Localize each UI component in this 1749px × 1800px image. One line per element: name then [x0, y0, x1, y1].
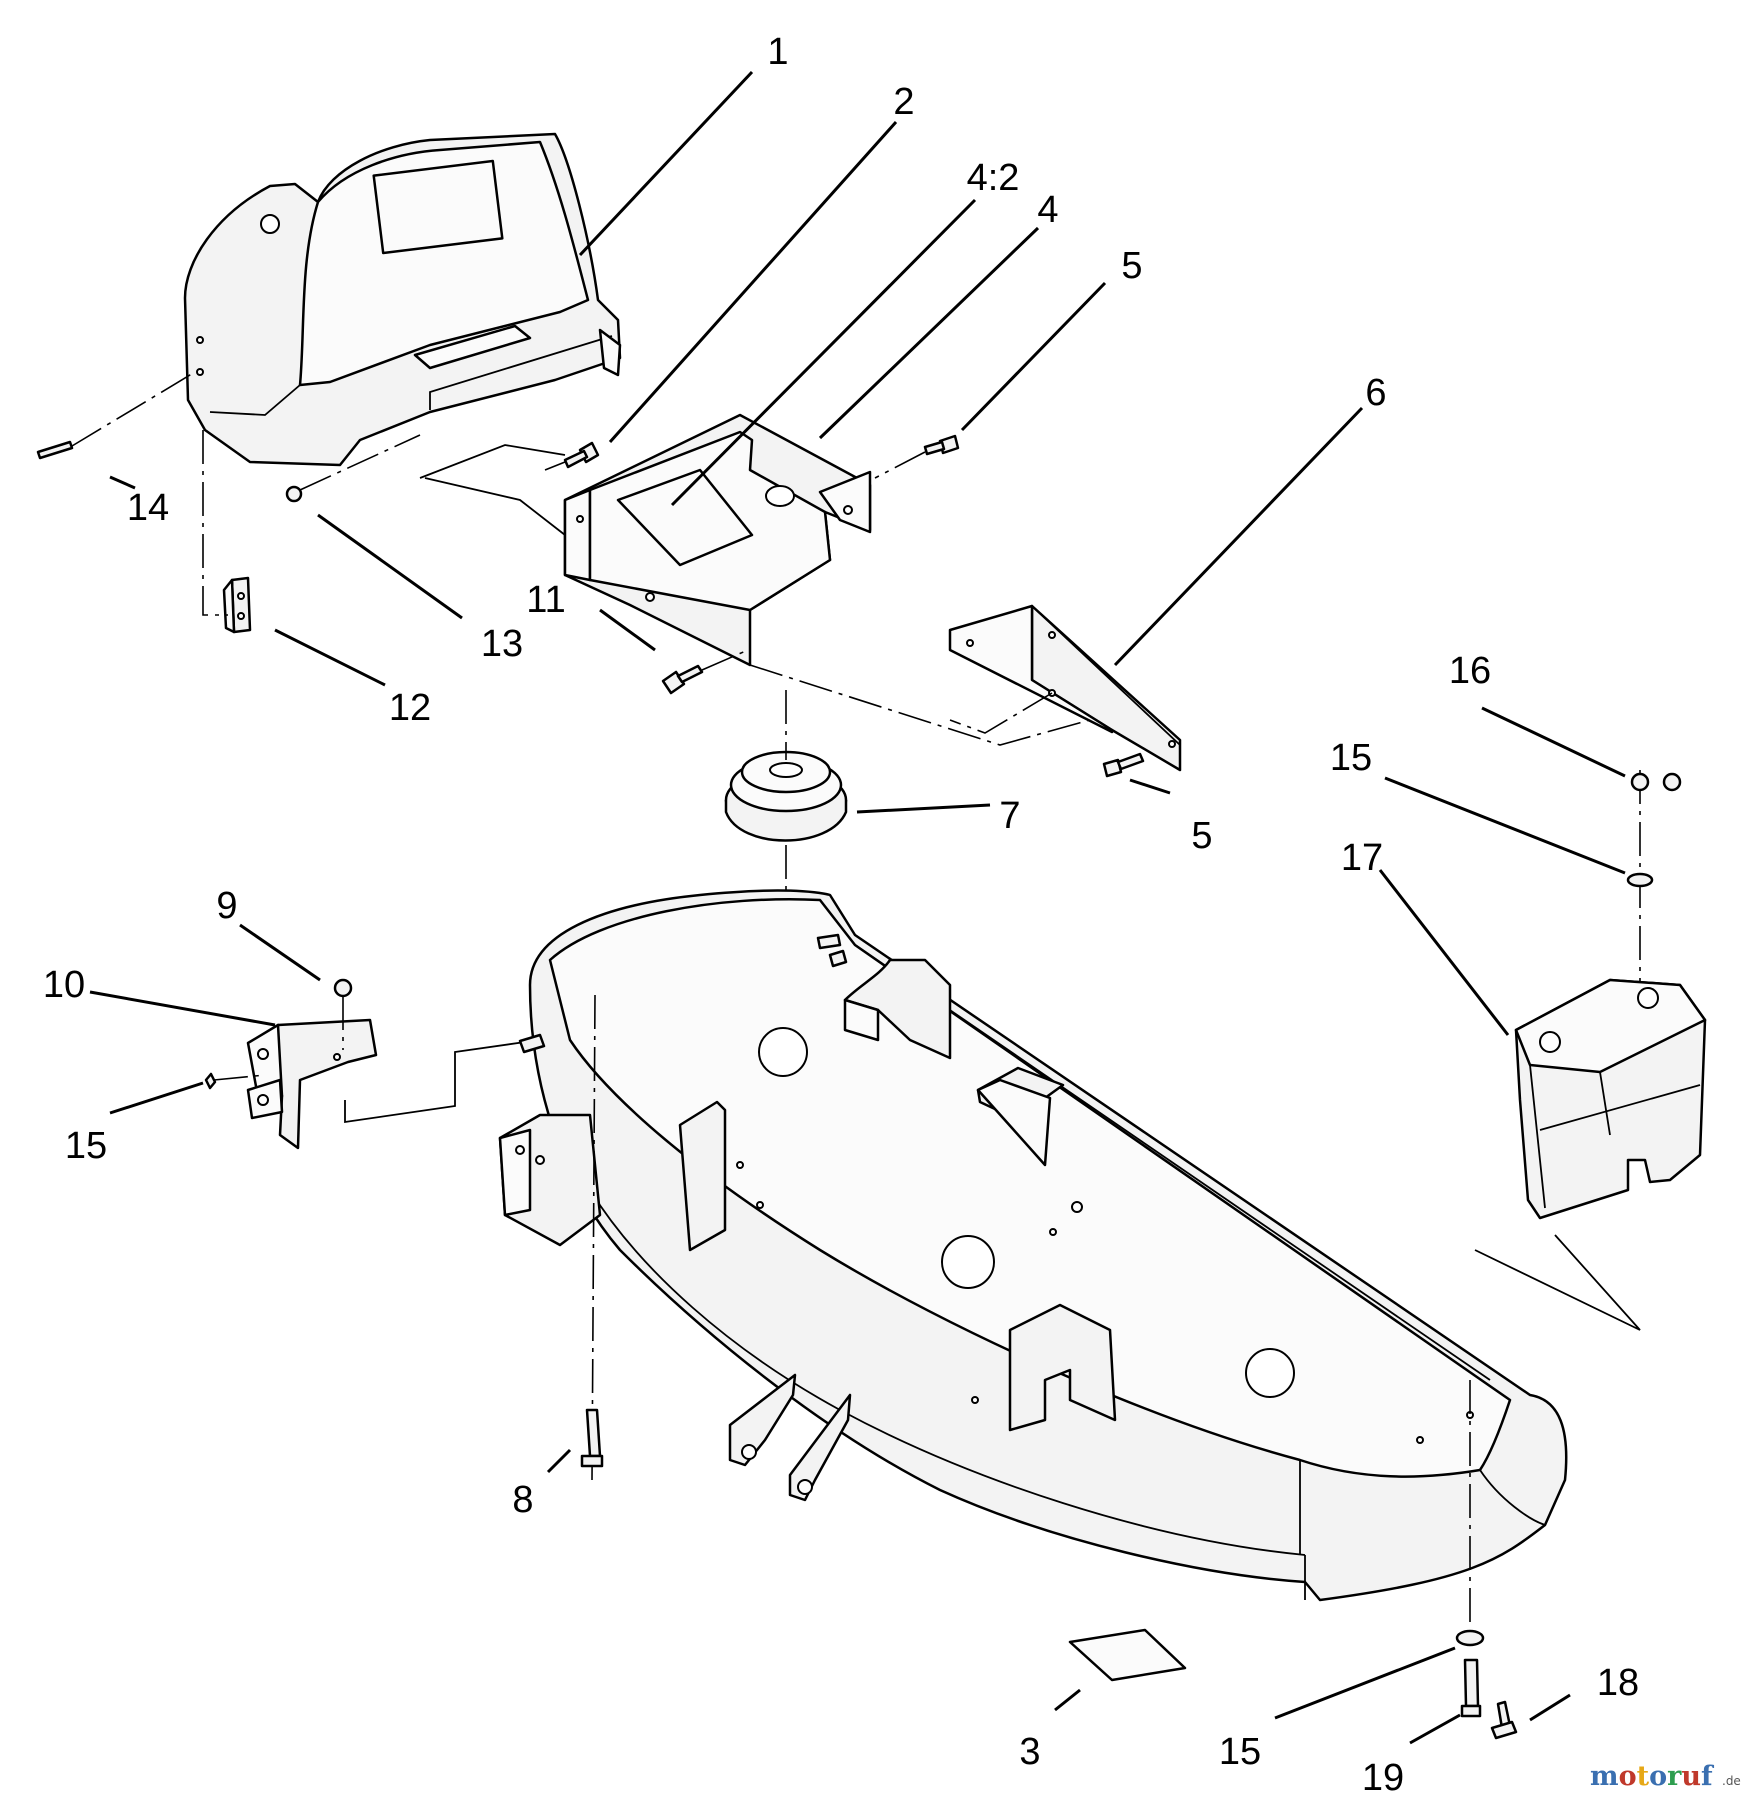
- callout-7: 7: [999, 795, 1020, 837]
- callout-5-upper: 5: [1121, 245, 1142, 287]
- part-6-angle-bracket: [948, 604, 1182, 772]
- watermark-letter: f: [1701, 1761, 1715, 1792]
- part-17-spindle-cover: [1474, 978, 1707, 1331]
- part-8-bolt: [580, 1408, 604, 1468]
- callout-8: 8: [512, 1479, 533, 1521]
- part-10-bracket: [246, 1018, 546, 1150]
- callout-9: 9: [216, 885, 237, 927]
- callout-4-2: 4:2: [967, 157, 1020, 199]
- watermark-letter: o: [1649, 1761, 1667, 1792]
- part-14-pin: [36, 371, 196, 460]
- callout-15-left: 15: [65, 1125, 107, 1167]
- callout-15-lower: 15: [1219, 1731, 1261, 1773]
- callout-5-lower: 5: [1191, 815, 1212, 857]
- callout-1: 1: [767, 31, 788, 73]
- callout-10: 10: [43, 964, 85, 1006]
- part-5-bolt-upper: [874, 434, 960, 479]
- callout-3: 3: [1019, 1731, 1040, 1773]
- part-2-bolt: [544, 441, 600, 471]
- callout-12: 12: [389, 687, 431, 729]
- part-19-bolt: [1460, 1658, 1482, 1718]
- part-11-bolt: [661, 649, 749, 695]
- callout-19: 19: [1362, 1757, 1404, 1799]
- part-12-bracket: [202, 430, 252, 634]
- part-15-washer-lower: [1455, 1629, 1485, 1647]
- part-4-belt-cover: [419, 413, 1091, 746]
- part-15-washer-upper: [1626, 872, 1654, 888]
- part-3-decal: [1068, 1628, 1187, 1682]
- watermark-suffix: .de: [1722, 1774, 1741, 1788]
- watermark-letter: r: [1667, 1761, 1682, 1792]
- leader-lines: [89, 70, 1626, 1745]
- callout-16: 16: [1449, 650, 1491, 692]
- watermark-letter: t: [1637, 1761, 1650, 1792]
- callout-15-upper: 15: [1330, 737, 1372, 779]
- callout-14: 14: [127, 487, 169, 529]
- callout-11: 11: [526, 579, 565, 621]
- callout-4: 4: [1037, 189, 1058, 231]
- watermark-letter: m: [1590, 1761, 1619, 1792]
- part-1-deck-shield: [183, 132, 622, 467]
- part-7-pulley: [724, 690, 848, 1030]
- watermark-letter: u: [1681, 1761, 1701, 1792]
- part-9-nut: [333, 978, 353, 1050]
- callout-17: 17: [1341, 837, 1383, 879]
- callout-18: 18: [1597, 1662, 1639, 1704]
- watermark-letter: o: [1619, 1761, 1637, 1792]
- part-13-nut: [285, 434, 421, 503]
- callout-13: 13: [481, 623, 523, 665]
- callout-2: 2: [893, 81, 914, 123]
- callout-labels: 1 2 4:2 4 5 6 14 13 11 12 16 15 7 5 17 9…: [43, 31, 1639, 1799]
- callout-6: 6: [1365, 372, 1386, 414]
- part-18-bolt: [1490, 1700, 1518, 1740]
- part-15-pin-left: [204, 1072, 266, 1090]
- part-16-nuts: [1630, 772, 1682, 792]
- motoruf-watermark: motoruf .de: [1590, 1761, 1741, 1792]
- main-cutting-deck: [498, 770, 1641, 1625]
- part-5-bolt-lower: [1102, 752, 1145, 778]
- watermark-logo: motoruf: [1590, 1761, 1715, 1792]
